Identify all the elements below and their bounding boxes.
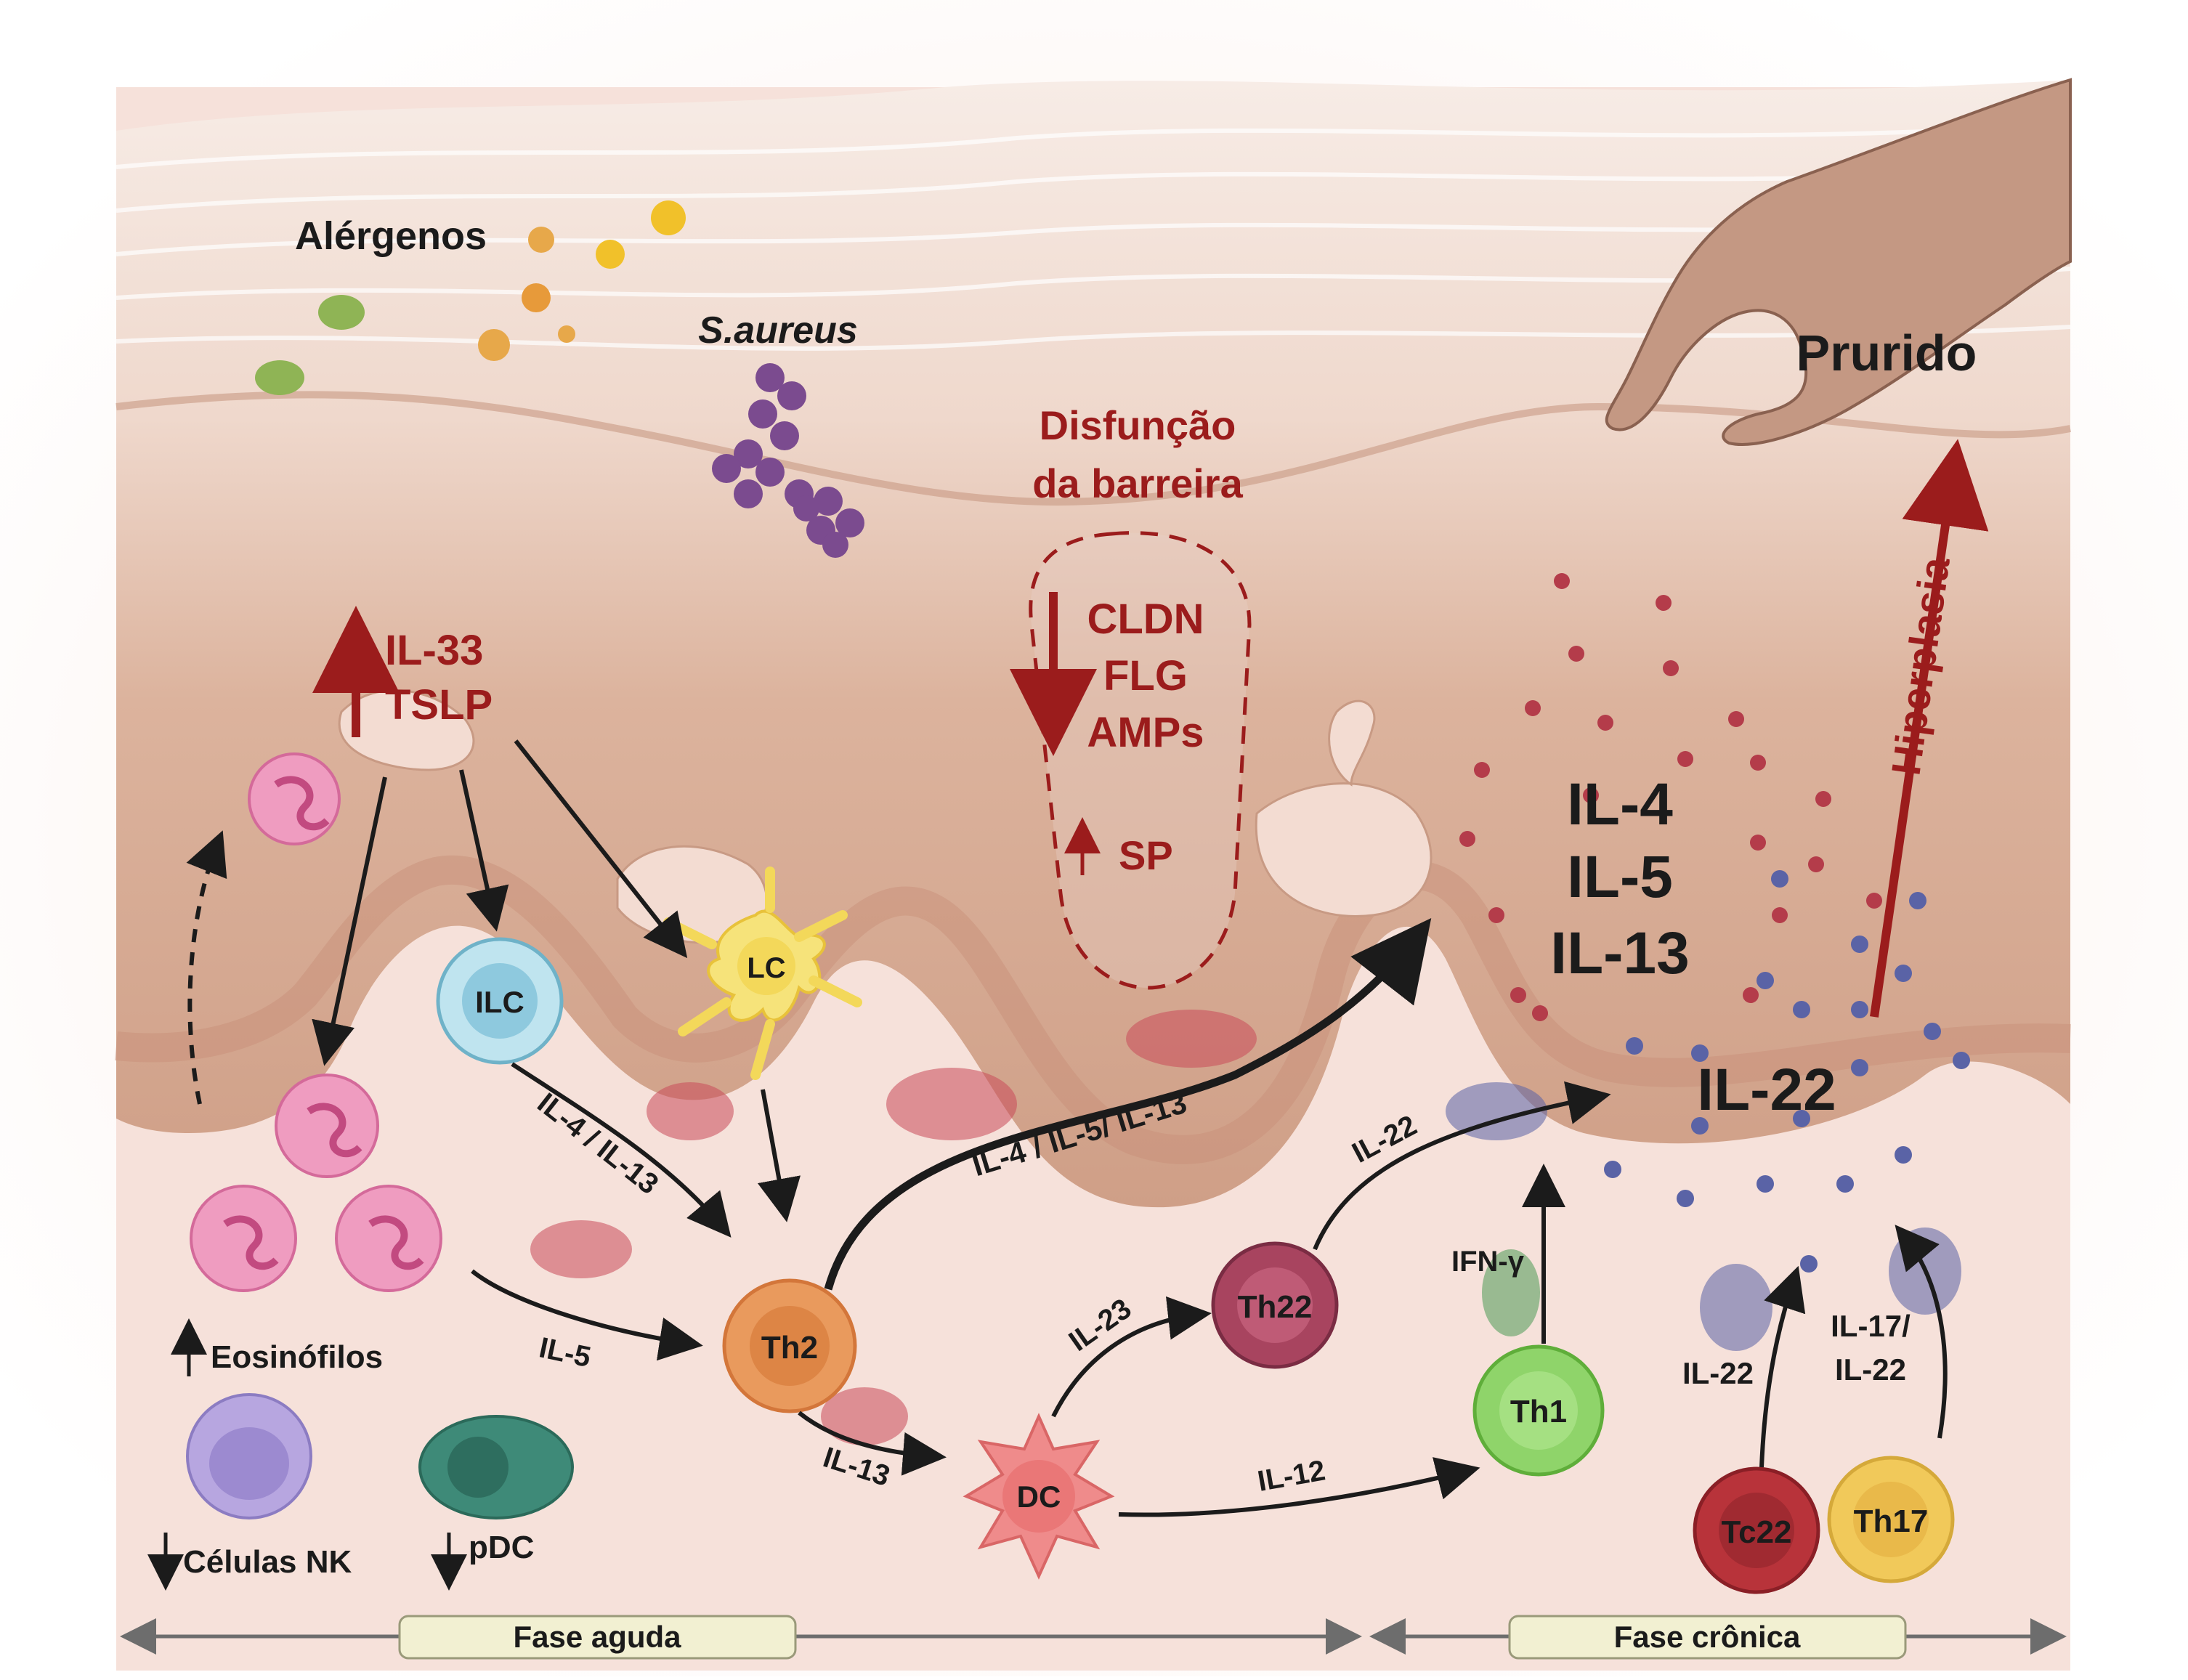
pathway-arrows	[186, 739, 1948, 1517]
cldn-label: CLDN	[1087, 596, 1204, 643]
barrier-dysfunction-label-1: Disfunção	[1040, 402, 1236, 448]
acute-phase-box	[398, 1615, 797, 1660]
th22-cell: Th22	[1211, 1241, 1339, 1369]
arrow-hyperplasia	[1870, 439, 1989, 1018]
il4-big-label: IL-4	[1567, 771, 1673, 837]
arrow-il4-il13	[511, 1062, 732, 1238]
arrow-il13	[798, 1411, 947, 1476]
hand-illustration	[1605, 78, 2072, 446]
skin-epidermis	[116, 80, 2070, 1208]
allergen-particles	[478, 200, 686, 361]
keratinocyte-vesicle	[1255, 699, 1433, 917]
pdc-label: pDC	[469, 1530, 534, 1565]
arrow-il22-tc22	[1759, 1265, 1806, 1468]
itch-label: Prurido	[1796, 325, 1977, 381]
th2-cell: Th2	[722, 1278, 857, 1413]
chronic-phase-label: Fase crônica	[1614, 1620, 1801, 1654]
amps-label: AMPs	[1087, 709, 1204, 756]
ilc-cell: ILC	[436, 937, 564, 1065]
phase-timeline: Fase aguda Fase crônica	[120, 1615, 2067, 1660]
eosinophil-group	[190, 752, 442, 1292]
il17-il22-label-1: IL-17/	[1831, 1309, 1911, 1343]
arrow-il23	[1051, 1296, 1212, 1418]
barrier-dysfunction-label-2: da barreira	[1032, 460, 1243, 506]
flg-label: FLG	[1103, 652, 1188, 699]
th17-cell: Th17	[1827, 1456, 1955, 1583]
il22-big-label: IL-22	[1697, 1057, 1836, 1123]
staphylococcus-cluster	[712, 363, 864, 558]
arrow-eosinophil-recruitment	[186, 830, 227, 1105]
arrow-il12	[1118, 1457, 1480, 1517]
tc22-label: Tc22	[1721, 1514, 1791, 1550]
il33-label: IL-33	[385, 627, 483, 674]
ilc-label: ILC	[475, 985, 524, 1019]
th1-label: Th1	[1510, 1394, 1567, 1429]
dust-mite-icon	[255, 295, 365, 395]
barrier-dysfunction-region	[1029, 531, 1252, 990]
th22-label: Th22	[1238, 1289, 1313, 1325]
arrow-il22-th22	[1313, 1081, 1611, 1251]
il22-dots	[1604, 870, 1970, 1273]
acute-phase-label: Fase aguda	[513, 1620, 681, 1654]
small-up-down-arrows	[147, 1318, 467, 1591]
dc-cell: DC	[963, 1413, 1115, 1580]
tslp-label: TSLP	[385, 681, 493, 729]
arrow-il5	[471, 1269, 703, 1361]
th2-label: Th2	[761, 1330, 818, 1365]
arrow-to-ilc	[459, 769, 509, 932]
allergens-label: Alérgenos	[295, 214, 487, 258]
arrow-to-lc	[514, 739, 688, 959]
nk-cell-nucleus	[209, 1427, 289, 1500]
s-aureus-label: S.aureus	[698, 309, 858, 352]
arrow-il4-il5-il13	[824, 917, 1432, 1291]
chronic-phase-box	[1508, 1615, 1907, 1660]
sp-label: SP	[1119, 832, 1173, 878]
lc-label: LC	[747, 952, 785, 984]
il5-big-label: IL-5	[1567, 844, 1673, 910]
il22-tc22-label: IL-22	[1682, 1356, 1754, 1390]
dc-label: DC	[1017, 1480, 1061, 1514]
arrow-lc-to-th2	[757, 1089, 801, 1222]
th17-label: Th17	[1854, 1504, 1929, 1539]
nk-cells-label: Células NK	[183, 1544, 352, 1580]
red-arrows	[312, 439, 1989, 1018]
tc22-cell: Tc22	[1693, 1466, 1820, 1594]
arrow-il17-il22	[1895, 1225, 1948, 1439]
il4-il5-il13-dots	[1459, 573, 1882, 1021]
eosinophils-label: Eosinófilos	[211, 1339, 383, 1375]
lc-cell: LC	[663, 867, 862, 1080]
pdc-nucleus	[447, 1437, 508, 1498]
keratinocyte-il33	[338, 689, 475, 771]
basal-layer	[115, 856, 2071, 1164]
il13-big-label: IL-13	[1550, 920, 1689, 986]
th1-cell: Th1	[1472, 1344, 1605, 1477]
ifn-gamma-label: IFN-γ	[1451, 1246, 1525, 1278]
il17-il22-label-2: IL-22	[1835, 1352, 1906, 1387]
arrow-to-eosinophils	[312, 776, 387, 1066]
